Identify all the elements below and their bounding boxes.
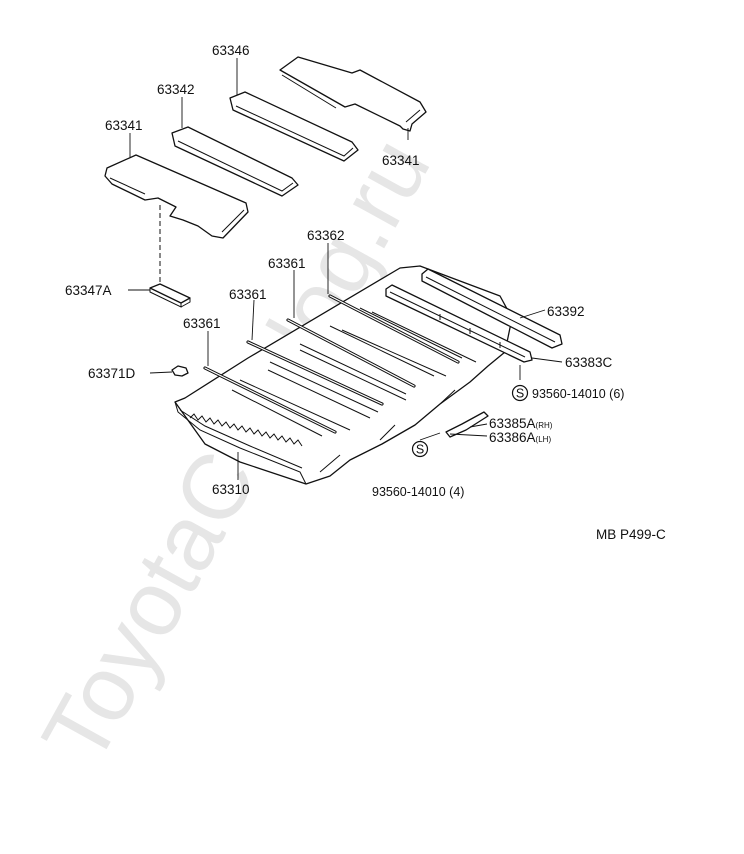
part-63347A — [149, 283, 191, 308]
callout-63361-a: 63361 — [268, 256, 306, 271]
callout-63362: 63362 — [307, 228, 345, 243]
callout-63341-right: 63341 — [382, 153, 420, 168]
pad-63342 — [229, 91, 359, 162]
callout-63386A-number: 63386A — [489, 430, 536, 445]
rail-63383C — [385, 284, 533, 363]
callout-93560-14010-4: 93560-14010 (4) — [372, 485, 464, 499]
callout-63371D: 63371D — [88, 366, 136, 381]
callout-63386A-side: (LH) — [536, 435, 552, 444]
callout-63383C: 63383C — [565, 355, 613, 370]
callout-63361-c: 63361 — [183, 316, 221, 331]
screw-symbol-text: S — [416, 443, 424, 457]
screw-symbol-icon: S — [411, 440, 429, 458]
pad-63342-lower — [171, 126, 299, 197]
callout-63385A: 63385A(RH) — [489, 416, 553, 431]
callout-63386A: 63386A(LH) — [489, 430, 551, 445]
clip-63371D — [171, 365, 189, 377]
roof-headlining-63310 — [174, 265, 513, 485]
callout-63347A: 63347A — [65, 283, 112, 298]
callout-63392: 63392 — [547, 304, 585, 319]
pad-63346 — [279, 56, 427, 132]
rail-63392 — [421, 268, 563, 349]
reference-code: MB P499-C — [596, 527, 666, 542]
screw-symbol-icon: S — [511, 384, 529, 402]
pad-63341-left — [104, 154, 249, 239]
screw-symbol-text: S — [516, 387, 524, 401]
callout-63385A-number: 63385A — [489, 416, 536, 431]
callout-63361-b: 63361 — [229, 287, 267, 302]
leader-lines — [128, 58, 563, 480]
roof-bows — [203, 294, 477, 437]
callout-63341-left: 63341 — [105, 118, 143, 133]
callout-63385A-side: (RH) — [536, 421, 553, 430]
callout-93560-14010-6: 93560-14010 (6) — [532, 387, 624, 401]
callout-63342: 63342 — [157, 82, 195, 97]
callout-63346: 63346 — [212, 43, 250, 58]
bracket-63385A-63386A — [445, 411, 489, 438]
callout-63310: 63310 — [212, 482, 250, 497]
